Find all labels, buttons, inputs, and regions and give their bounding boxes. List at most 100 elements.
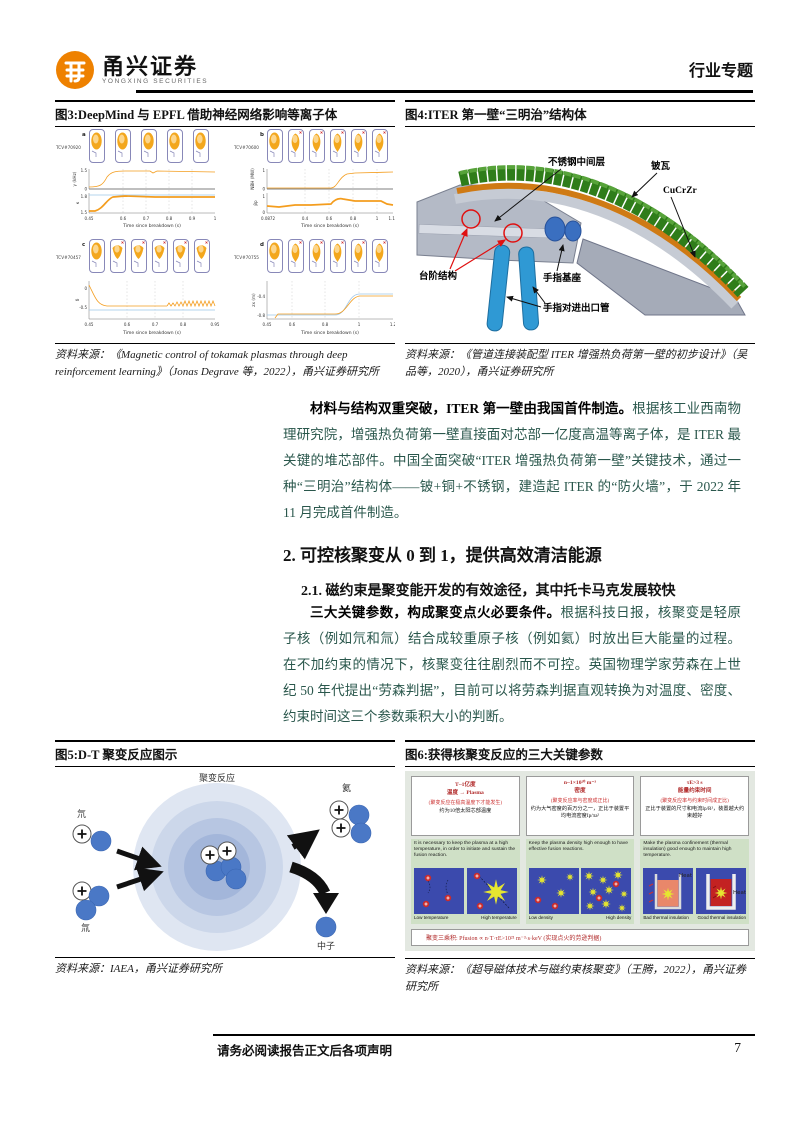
svg-text:CuCrZr: CuCrZr [663,186,698,196]
dt-fusion-diagram: 聚变反应 氘 氚 氦 中子 [72,772,372,952]
svg-text:NBH (MW): NBH (MW) [250,168,255,190]
svg-text:1: 1 [262,194,265,199]
body-paragraph-2: 三大关键参数，构成聚变点火必要条件。根据科技日报，核聚变是轻原子核（例如氘和氚）… [283,600,741,730]
param-value: n~1×10²⁰ m⁻³ [563,780,597,786]
body-paragraph-1: 材料与结构双重突破，ITER 第一壁由我国首件制造。根据核工业西南物理研究院，增… [283,396,741,526]
param-desc: 约为10倍太阳芯部温度 [439,808,492,814]
param-value: T~1亿度 [455,782,476,788]
svg-text:1.5: 1.5 [81,210,88,215]
svg-text:0.8: 0.8 [166,216,173,221]
svg-text:-0.5: -0.5 [79,305,87,310]
high-label: Good thermal insulation [697,915,747,920]
figure-6-title: 图6:获得核聚变反应的三大关键参数 [405,740,755,767]
svg-text:1: 1 [376,216,379,221]
svg-text:γ (kHz): γ (kHz) [72,171,77,186]
figure-6-image: T~1亿度 温度 → Plasma (聚变反应在极高温度下才能发生) 约为10倍… [405,771,755,957]
param-name: 能量约束时间 [677,788,712,794]
svg-text:0.8: 0.8 [322,322,329,327]
svg-text:0.7: 0.7 [152,322,159,327]
figure-6-source: 资料来源：《超导磁体技术与磁约束核聚变》（王腾，2022），甬兴证券研究所 [405,958,755,995]
figure-6: 图6:获得核聚变反应的三大关键参数 T~1亿度 温度 → Plasma (聚变反… [405,740,755,995]
svg-text:TCV#70600: TCV#70600 [233,145,259,150]
svg-text:0.45: 0.45 [85,322,94,327]
paragraph-2-text: 根据科技日报，核聚变是轻原子核（例如氘和氚）结合成较重原子核（例如氦）时放出巨大… [283,605,741,724]
svg-text:0.8: 0.8 [350,216,357,221]
page-number: 7 [734,1040,741,1055]
svg-text:0.7: 0.7 [143,216,150,221]
svg-text:d: d [260,242,264,248]
svg-text:聚变反应: 聚变反应 [199,772,235,784]
svg-text:TCV#70457: TCV#70457 [55,255,81,260]
triple-product-formula: 聚变三乘积: Pfusion ∝ n·T·τE>10²¹ m⁻³·s·keV (… [411,929,749,946]
svg-text:1.5: 1.5 [81,168,88,173]
param-note: (聚变反应在极高温度下才能发生) [428,801,502,806]
svg-text:a: a [82,132,86,138]
svg-text:1.2: 1.2 [390,322,395,327]
svg-text:不锈钢中间层: 不锈钢中间层 [548,156,606,168]
svg-text:0.6: 0.6 [326,216,333,221]
svg-text:手指对进出口管: 手指对进出口管 [543,302,610,314]
svg-text:氦: 氦 [342,782,351,794]
heat-label: Heat [733,890,746,896]
svg-text:TCV#70920: TCV#70920 [55,145,81,150]
svg-text:βp: βp [253,200,258,206]
paragraph-1-lead: 材料与结构双重突破，ITER 第一壁由我国首件制造。 [310,401,633,416]
figure-5-image: 聚变反应 氘 氚 氦 中子 [55,767,395,956]
svg-text:氘: 氘 [77,808,86,820]
tokamak-panels-chart: a TCV#70920 1.5 0 γ (kHz) 1.8 1.5 [55,127,398,336]
figure-4: 图4:ITER 第一壁“三明治”结构体 [405,100,755,380]
svg-text:0.0872: 0.0872 [261,216,275,221]
svg-text:0.95: 0.95 [211,322,220,327]
svg-text:0.6: 0.6 [289,322,296,327]
svg-text:1: 1 [214,216,217,221]
param-name: 温度 → Plasma [446,790,484,796]
svg-text:0.45: 0.45 [263,322,272,327]
svg-text:1: 1 [358,322,361,327]
panel-b: b TCV#70600 1 0 NBH (MW) 1 0 βp [233,130,398,229]
parameter-column-density: n~1×10²⁰ m⁻³ 密度 (聚变反应率与密度成正比) 约为大气密度的百万分… [525,776,635,924]
svg-text:0: 0 [84,187,87,192]
svg-text:1.15: 1.15 [389,216,395,221]
good-insulation-illustration: Heat [696,868,747,914]
subsection-heading-2-1: 2.1. 磁约束是聚变能开发的有效途径，其中托卡马克发展较快 [301,584,676,599]
svg-text:κ: κ [75,201,80,204]
panel-c: c TCV#70457 0 -0.5 δ 0.45 0.6 0.7 0.8 [55,240,220,336]
svg-text:zx (m): zx (m) [251,293,256,307]
figure-5-title: 图5:D-T 聚变反应图示 [55,740,395,767]
high-density-illustration [581,868,632,914]
header-rule [136,90,753,93]
svg-text:b: b [260,132,264,138]
svg-text:0.45: 0.45 [85,216,94,221]
svg-text:Time since breakdown (s): Time since breakdown (s) [122,330,181,336]
figure-3-source: 资料来源：《Magnetic control of tokamak plasma… [55,343,395,380]
svg-text:氚: 氚 [81,922,90,934]
paragraph-2-lead: 三大关键参数，构成聚变点火必要条件。 [310,605,561,620]
figure-3-image: a TCV#70920 1.5 0 γ (kHz) 1.8 1.5 [55,127,398,342]
param-desc: 约为大气密度的百万分之一，正比于装置平均电流密度Ip/πa² [530,806,630,819]
svg-text:δ: δ [75,298,80,301]
heat-label: Heat [679,873,693,879]
parameter-column-temperature: T~1亿度 温度 → Plasma (聚变反应在极高温度下才能发生) 约为10倍… [411,776,520,924]
parameter-column-confinement: τE>3 s 能量约束时间 (聚变反应率与约束时间成正比) 正比于装置的尺寸和电… [640,776,750,924]
svg-text:0.6: 0.6 [120,216,127,221]
svg-text:0: 0 [262,187,265,192]
svg-text:0.8: 0.8 [180,322,187,327]
svg-text:台阶结构: 台阶结构 [419,270,458,282]
param-english: It is necessary to keep the plasma at a … [414,841,516,858]
low-temperature-illustration [414,868,464,914]
svg-text:0.4: 0.4 [302,216,309,221]
svg-text:0: 0 [84,286,87,291]
bad-insulation-illustration: Heat [643,868,694,914]
low-density-illustration [528,868,579,914]
yongxing-logo-icon [56,51,94,89]
svg-text:TCV#70755: TCV#70755 [233,255,259,260]
brand-logo: 甬兴证券 YONGXING SECURITIES [55,50,208,90]
high-label: High temperature [481,915,517,920]
svg-text:Time since breakdown (s): Time since breakdown (s) [300,330,359,336]
svg-text:手指基座: 手指基座 [543,272,582,284]
svg-text:中子: 中子 [317,940,335,952]
svg-text:铍瓦: 铍瓦 [651,160,671,172]
brand-subtitle: YONGXING SECURITIES [102,78,209,86]
figure-4-image: 不锈钢中间层 铍瓦 CuCrZr 台阶结构 手指基座 手指对进出口管 [405,127,755,342]
param-value: τE>3 s [686,780,703,786]
